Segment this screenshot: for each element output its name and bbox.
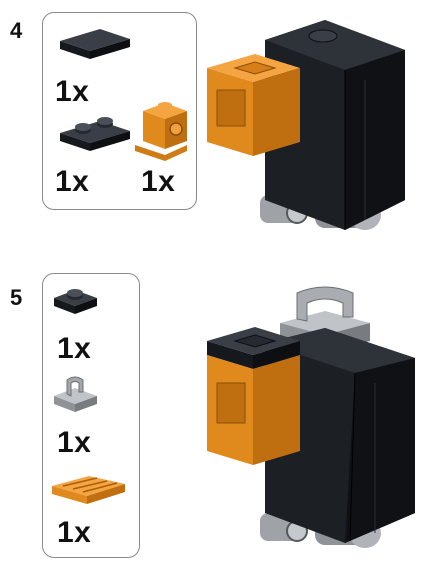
step-5-assembly-model bbox=[207, 286, 415, 548]
step-5-parts-callout: 1x 1x 1x bbox=[42, 273, 140, 558]
black-plate-1x1-part bbox=[54, 289, 97, 314]
step-5-part-2-quantity: 1x bbox=[57, 426, 92, 459]
step-4-part-2-quantity: 1x bbox=[55, 165, 90, 198]
step-4-parts-callout: 1x 1x 1x bbox=[42, 12, 197, 210]
step-5-part-3-quantity: 1x bbox=[57, 516, 92, 549]
step-4-part-1-quantity: 1x bbox=[55, 75, 90, 108]
black-tile-1x2-part bbox=[60, 29, 130, 59]
gray-clip-plate-part bbox=[54, 376, 97, 412]
step-4-assembly-model bbox=[207, 20, 405, 230]
step-4-part-3-quantity: 1x bbox=[141, 165, 176, 198]
step-4-number: 4 bbox=[10, 18, 23, 43]
black-plate-1x2-part bbox=[60, 117, 130, 151]
orange-grille-tile-part bbox=[52, 476, 125, 504]
orange-bracket-part bbox=[135, 102, 187, 161]
step-5-part-1-quantity: 1x bbox=[57, 332, 92, 365]
step-5-number: 5 bbox=[10, 285, 23, 310]
